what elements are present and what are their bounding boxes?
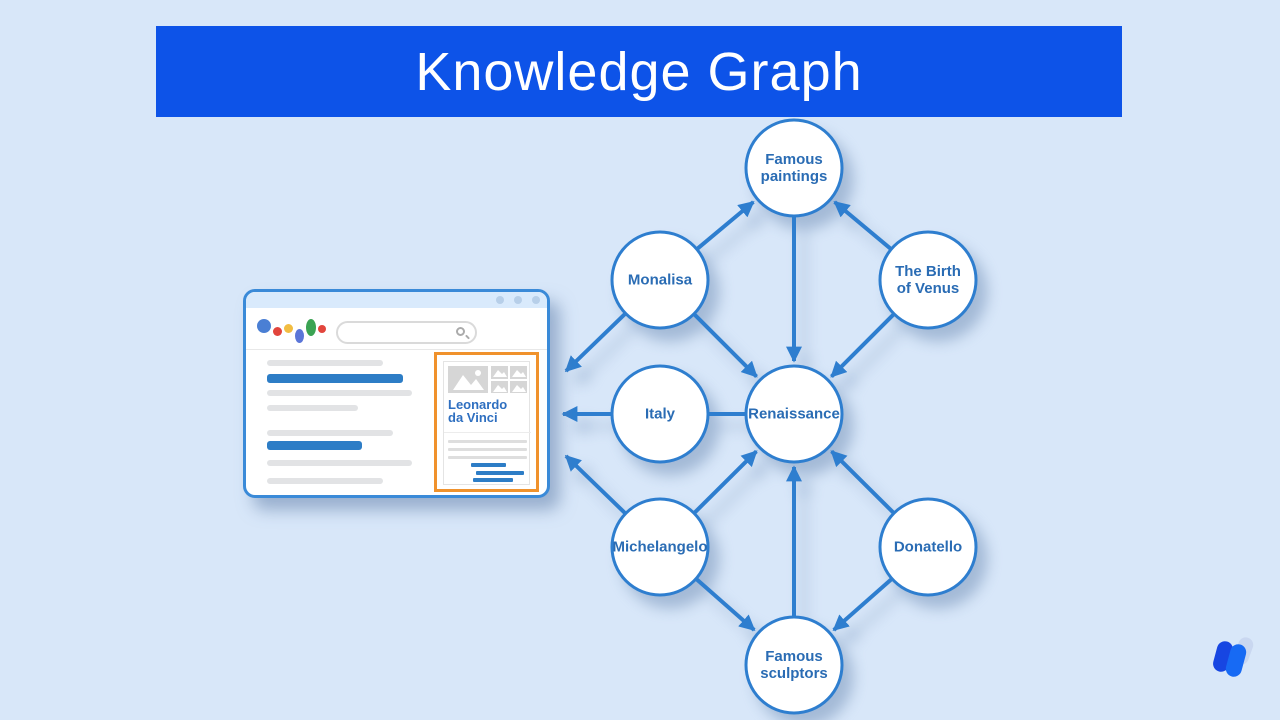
node-birth-of-venus [878, 230, 978, 330]
result-bar-grey [267, 478, 383, 484]
node-italy [610, 364, 710, 464]
panel-text-line [448, 440, 527, 443]
node-famous-sculptors [744, 615, 844, 715]
image-placeholder-icon [510, 381, 527, 393]
image-placeholder-icon [510, 366, 527, 379]
window-dot-icon [496, 296, 504, 304]
image-placeholder-icon [491, 366, 508, 379]
result-bar-grey [267, 430, 393, 436]
result-bar-blue [267, 374, 403, 383]
divider [444, 432, 531, 433]
result-bar-grey [267, 460, 412, 466]
knowledge-panel-title: Leonardo da Vinci [448, 397, 508, 425]
knowledge-panel-card: Leonardo da Vinci [443, 361, 531, 485]
panel-link-line [476, 471, 524, 475]
image-placeholder-icon [448, 366, 488, 393]
result-bar-blue [267, 441, 362, 450]
search-results-placeholder [246, 350, 431, 495]
panel-text-line [448, 456, 527, 459]
edge-monalisa-famous-paintings [695, 200, 755, 251]
edge-monalisa-renaissance [692, 312, 758, 378]
edge-donatello-famous-sculptors [832, 577, 894, 632]
page-title: Knowledge Graph [415, 41, 863, 102]
knowledge-panel: Leonardo da Vinci [434, 352, 539, 492]
node-donatello [878, 497, 978, 597]
edge-donatello-renaissance [830, 449, 896, 515]
edge-michelangelo-famous-sculptors [694, 577, 756, 632]
result-bar-grey [267, 360, 383, 366]
edge-michelangelo-browser [564, 454, 627, 516]
search-logo-icon [273, 327, 282, 336]
browser-titlebar [246, 292, 547, 308]
image-placeholder-icon [491, 381, 508, 393]
result-bar-grey [267, 405, 358, 411]
panel-text-line [448, 448, 527, 451]
edge-monalisa-browser [564, 311, 627, 373]
search-logo-icon [257, 319, 271, 333]
panel-link-line [471, 463, 506, 467]
browser-toolbar [246, 308, 547, 350]
search-input[interactable] [336, 321, 477, 344]
search-logo-icon [318, 325, 326, 333]
result-bar-grey [267, 390, 412, 396]
search-logo-icon [295, 329, 304, 343]
node-michelangelo [610, 497, 710, 597]
browser-window: Leonardo da Vinci [243, 289, 550, 498]
panel-link-line [473, 478, 513, 482]
edge-birth-of-venus-famous-paintings [833, 200, 893, 251]
search-logo-icon [284, 324, 293, 333]
node-renaissance [744, 364, 844, 464]
window-dot-icon [532, 296, 540, 304]
node-famous-paintings [744, 118, 844, 218]
edge-michelangelo-renaissance [692, 449, 758, 515]
brand-logo-icon [1210, 634, 1262, 690]
search-logo-icon [306, 319, 316, 336]
node-monalisa [610, 230, 710, 330]
search-icon [456, 327, 465, 336]
edge-birth-of-venus-renaissance [830, 312, 896, 378]
window-dot-icon [514, 296, 522, 304]
header-banner: Knowledge Graph [156, 26, 1122, 117]
